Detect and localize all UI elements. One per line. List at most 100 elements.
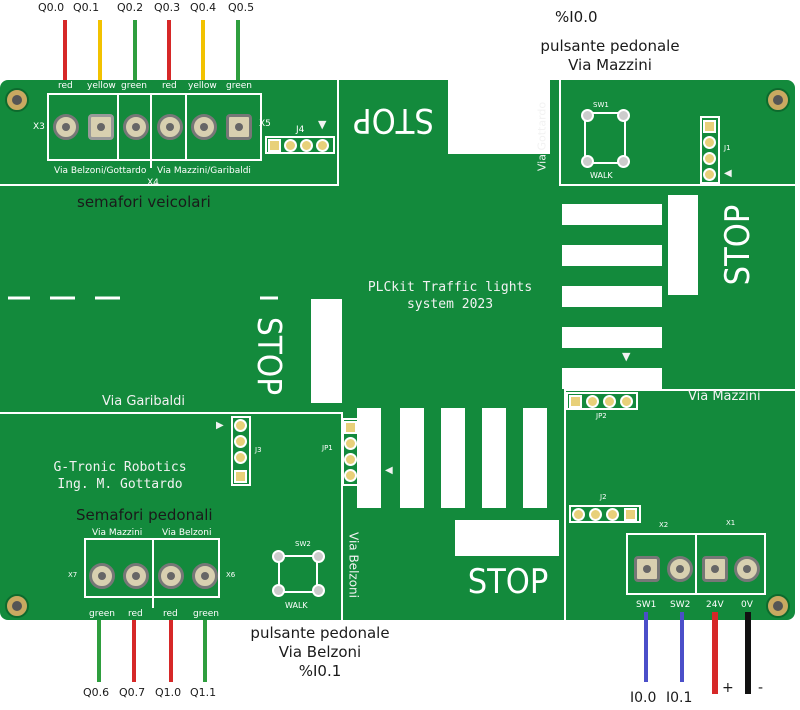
j3-header (231, 416, 251, 486)
via-gottardo-wrap: Via Gottardo (532, 95, 554, 185)
ped-left-label: Via Mazzini (92, 528, 143, 538)
jp2-label: JP2 (596, 412, 607, 420)
crosswalk-stripe (482, 408, 506, 508)
stop-marking-top: STOP (346, 86, 441, 154)
divider (695, 533, 697, 595)
stop-text: STOP (467, 562, 549, 602)
arrow-left-icon: ◀ (385, 465, 393, 476)
terminal-label-red: red (162, 81, 177, 91)
power-label-minus: - (758, 680, 764, 696)
pin-pad (586, 395, 599, 408)
screw-terminal (53, 114, 79, 140)
output-label-q06: Q0.6 (83, 686, 110, 699)
veh-right-label: Via Mazzini/Garibaldi (157, 166, 251, 176)
terminal-label-yellow: yellow (87, 81, 116, 91)
sw2-label: SW2 (295, 540, 311, 548)
pin-pad (703, 152, 716, 165)
stop-text: STOP (250, 316, 289, 396)
divider (150, 93, 152, 168)
stop-marking-right: STOP (703, 195, 773, 295)
crosswalk-stripe (562, 204, 662, 225)
ped-lights-note: Semafori pedonali (76, 506, 213, 524)
x1-label: X1 (726, 519, 736, 527)
vehicle-lights-note: semafori veicolari (77, 193, 211, 211)
pcb-board (0, 80, 795, 620)
screw-terminal (89, 563, 115, 589)
wire-plus (712, 612, 718, 694)
walk-label: WALK (285, 601, 308, 610)
jp2-header (566, 392, 638, 410)
output-label-q05: Q0.5 (228, 1, 255, 14)
terminal-label-green: green (226, 81, 252, 91)
x5-label: X5 (259, 119, 271, 129)
terminal-label-green: green (89, 609, 115, 619)
stop-bar (311, 299, 342, 403)
pin-pad (234, 435, 247, 448)
terminal-label-green: green (193, 609, 219, 619)
pin-pad (581, 155, 594, 168)
output-label-q00: Q0.0 (38, 1, 65, 14)
terminal-label-sw2: SW2 (670, 600, 691, 610)
j1-header (700, 116, 720, 184)
input-label-i00: I0.0 (630, 690, 657, 706)
x6-label: X6 (226, 571, 236, 579)
pin-pad (620, 395, 633, 408)
stop-text: STOP (353, 100, 434, 140)
j4-header (265, 136, 335, 154)
sw2-button[interactable] (278, 555, 318, 593)
input-label-i01: I0.1 (666, 690, 693, 706)
power-label-plus: + (722, 680, 734, 696)
wire-minus (745, 612, 751, 694)
company-label: G-Tronic Robotics Ing. M. Gottardo (40, 459, 200, 493)
terminal-label-24v: 24V (706, 600, 724, 610)
pin-pad (603, 395, 616, 408)
pin-pad (617, 155, 630, 168)
wire-q06 (97, 620, 101, 682)
pin-pad (234, 451, 247, 464)
output-label-q11: Q1.1 (190, 686, 217, 699)
screw-terminal (191, 114, 217, 140)
walk-label: WALK (590, 171, 613, 180)
bottom-button-note-line2: Via Belzoni (278, 643, 362, 661)
mounting-hole (766, 594, 790, 618)
board-title-line2: system 2023 (406, 297, 494, 312)
crosswalk-stripe (562, 286, 662, 307)
pin-pad (316, 139, 329, 152)
bottom-button-note-line1: pulsante pedonale (250, 624, 390, 642)
crosswalk-stripe (357, 408, 381, 508)
stop-bar (448, 80, 550, 154)
pin-pad (344, 453, 357, 466)
j2-header (569, 505, 641, 523)
arrow-down-icon: ▼ (318, 118, 327, 131)
crosswalk-stripe (562, 327, 662, 348)
j1-label: J1 (724, 144, 731, 152)
stop-bar (668, 195, 698, 295)
output-label-q01: Q0.1 (73, 1, 100, 14)
stop-text: STOP (718, 204, 758, 286)
screw-terminal (123, 114, 149, 140)
sw1-label: SW1 (593, 101, 609, 109)
screw-terminal (157, 114, 183, 140)
screw-terminal (192, 563, 218, 589)
wire-q04 (201, 20, 205, 84)
terminal-label-green: green (121, 81, 147, 91)
screw-terminal (226, 114, 252, 140)
jp1-header (342, 418, 360, 486)
sw1-button[interactable] (584, 112, 626, 164)
output-label-q02: Q0.2 (117, 1, 144, 14)
pin-pad (344, 469, 357, 482)
screw-terminal (734, 556, 760, 582)
wire-q01 (98, 20, 102, 84)
pin-pad (569, 395, 582, 408)
bottom-input-address: %I0.1 (298, 662, 342, 680)
arrow-left-icon: ◀ (724, 168, 732, 179)
arrow-right-icon: ▶ (216, 420, 224, 431)
pin-pad (272, 550, 285, 563)
pin-pad (344, 421, 357, 434)
x2-label: X2 (659, 521, 669, 529)
x4-label: X4 (147, 178, 159, 188)
pin-pad (606, 508, 619, 521)
terminal-label-sw1: SW1 (636, 600, 657, 610)
wire-q07 (132, 620, 136, 682)
terminal-label-yellow: yellow (188, 81, 217, 91)
